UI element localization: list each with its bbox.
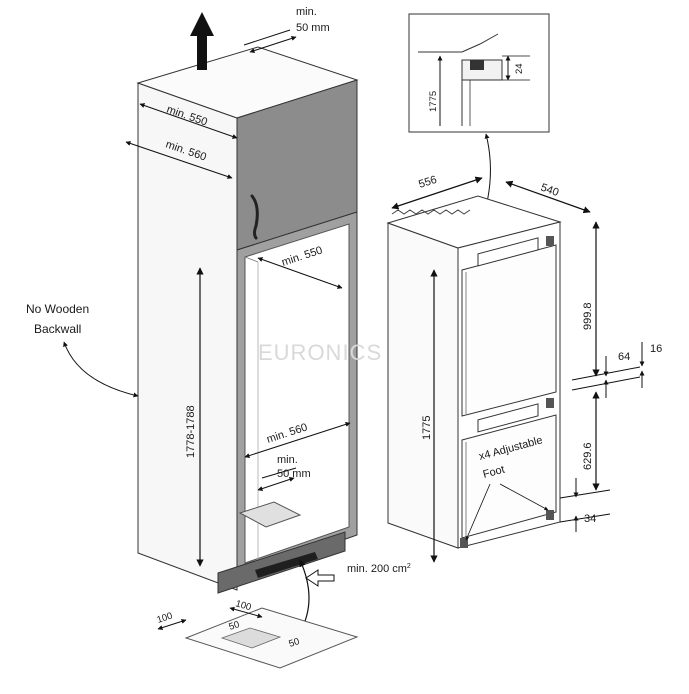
- floor-opening: [238, 501, 302, 528]
- label-min50-bottom-mm: 50 mm: [277, 468, 311, 480]
- label-fridge-height: 1775: [421, 416, 433, 440]
- cabinet-left-side: [137, 82, 238, 591]
- airflow-up-arrow: [190, 12, 214, 70]
- label-vent-area: min. 200 cm2: [347, 563, 411, 575]
- watermark: EURONICS: [258, 340, 382, 365]
- label-detail-24: 24: [514, 63, 525, 74]
- label-fridge-depth: 540: [539, 182, 560, 200]
- label-dim-50-b: 50: [288, 636, 301, 650]
- label-dim-50-a: 50: [228, 619, 241, 633]
- label-dim-100-b: 100: [234, 598, 252, 613]
- cabinet: [136, 46, 359, 594]
- floor-plate: 100 100 50 50: [156, 598, 359, 669]
- label-dim-64: 64: [618, 351, 630, 363]
- fridge-dimensions: 556 540 1775 999.8 64 16 629.6 34: [391, 174, 662, 563]
- label-detail-height: 1775: [428, 91, 439, 112]
- label-dim-16: 16: [650, 343, 662, 355]
- label-dim-100-a: 100: [156, 610, 174, 625]
- label-lower-height: 629.6: [582, 442, 594, 470]
- ventilation-arrows: min. 200 cm2: [299, 559, 411, 633]
- bottom-clearance-dim: min. 50 mm: [257, 454, 311, 491]
- label-min50-top: min.: [296, 6, 317, 18]
- label-min50-top-mm: 50 mm: [296, 22, 330, 34]
- label-fridge-width: 556: [417, 174, 438, 191]
- label-min50-bottom: min.: [277, 454, 298, 466]
- fridge: [386, 195, 562, 549]
- label-dim-34: 34: [584, 513, 596, 525]
- label-backwall: Backwall: [34, 322, 81, 336]
- vent-grille: [255, 552, 318, 578]
- label-foot: Foot: [482, 464, 506, 481]
- fridge-ribs: [391, 209, 471, 215]
- door-handle: [250, 194, 259, 240]
- label-no-wooden: No Wooden: [26, 302, 89, 316]
- fridge-side: [387, 222, 459, 549]
- label-upper-height: 999.8: [582, 302, 594, 330]
- fridge-upper-door: [461, 244, 557, 417]
- label-height-range: 1778-1788: [185, 405, 197, 458]
- no-wooden-backwall-note: No Wooden Backwall: [26, 302, 139, 398]
- top-clearance-dim: min. 50 mm: [243, 6, 330, 53]
- detail-inset: 1775 24: [408, 13, 550, 271]
- fridge-lower-door: [461, 414, 557, 539]
- niche-height-dim: 1778-1788: [185, 267, 204, 567]
